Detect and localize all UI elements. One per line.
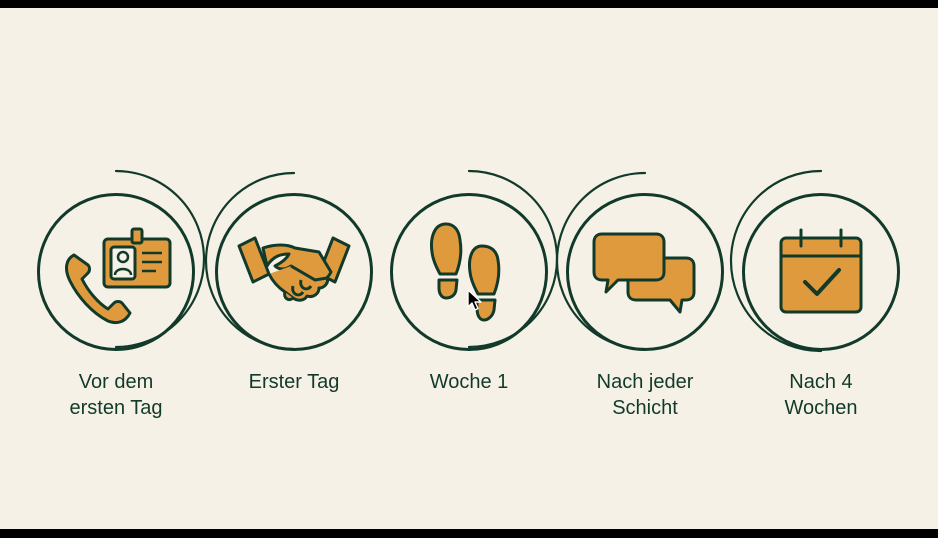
phone-and-id-card-icon: [65, 227, 172, 325]
chat-bubbles-icon: [592, 232, 696, 314]
step-first-day: Erster Tag: [206, 193, 382, 395]
step-label: Erster Tag: [248, 371, 340, 393]
connector-arc-5: [729, 169, 823, 353]
step-label: Nach jeder Schicht: [596, 371, 694, 419]
step-ring: [215, 193, 373, 351]
step-label: Vor dem ersten Tag: [69, 371, 163, 419]
step-before-first-day: Vor dem ersten Tag: [28, 193, 204, 421]
handshake-icon: [237, 236, 351, 302]
process-diagram: Vor dem ersten Tag Erster Tag: [0, 8, 938, 529]
step-after-4-weeks: Nach 4 Wochen: [733, 193, 909, 421]
step-week-1: Woche 1: [381, 193, 557, 395]
footprints-icon: [430, 222, 501, 322]
step-ring: [566, 193, 724, 351]
step-label: Nach 4 Wochen: [784, 371, 858, 419]
mouse-pointer-icon: [467, 289, 482, 311]
step-ring: [742, 193, 900, 351]
step-ring: [37, 193, 195, 351]
step-label: Woche 1: [429, 371, 509, 393]
calendar-check-icon: [779, 228, 863, 314]
step-ring: [390, 193, 548, 351]
step-after-each-shift: Nach jeder Schicht: [557, 193, 733, 421]
